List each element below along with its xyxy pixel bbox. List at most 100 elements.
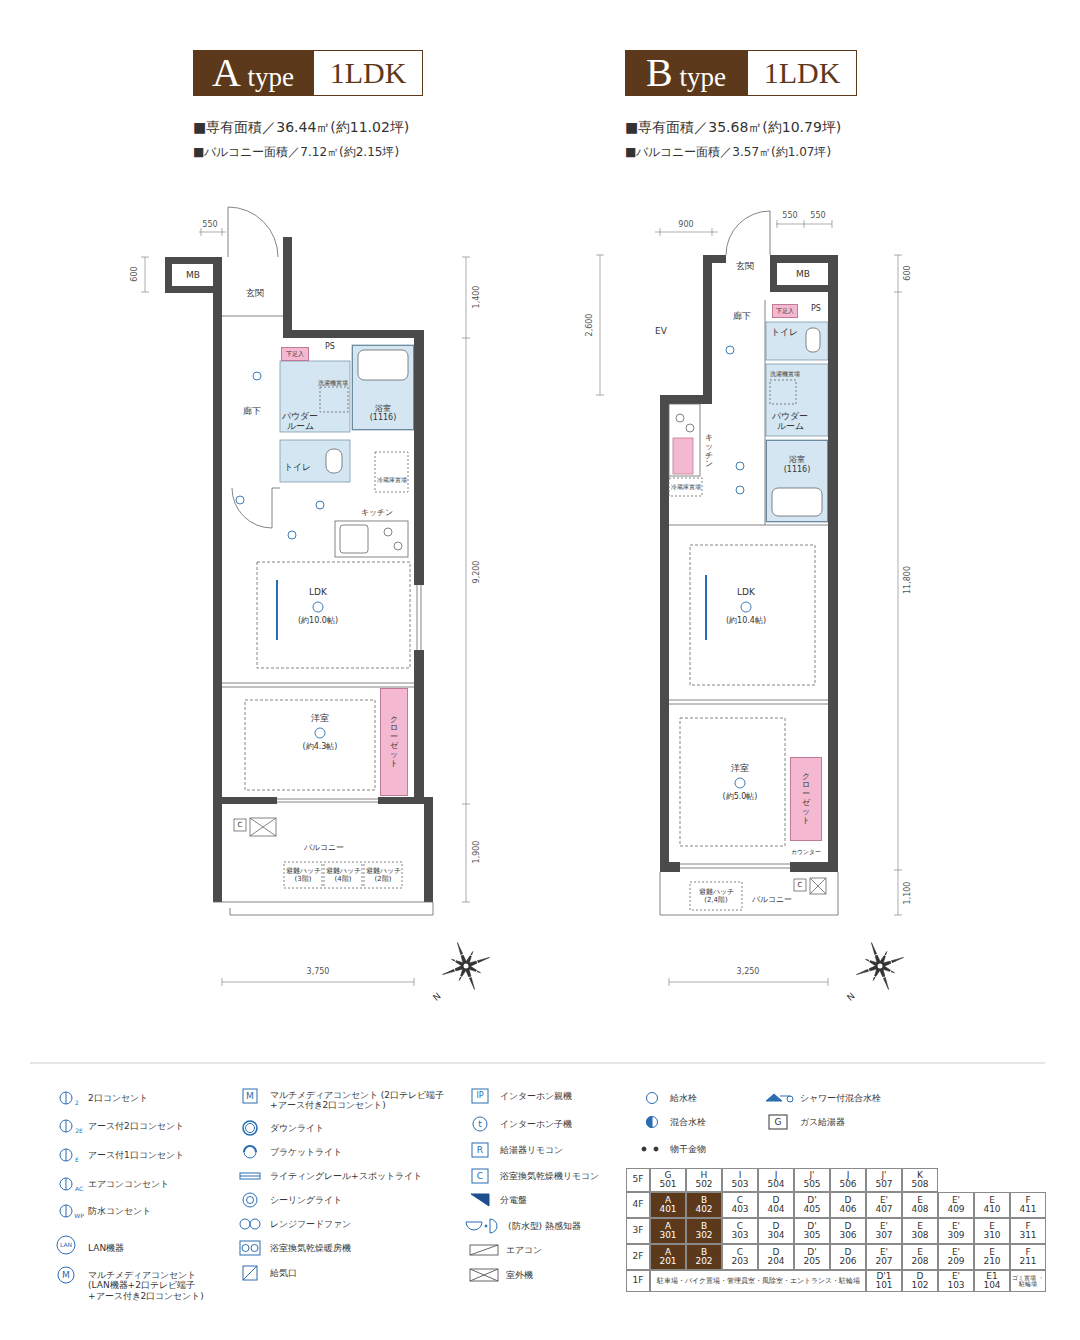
dimension-line bbox=[141, 220, 902, 986]
symbol-part bbox=[470, 1269, 498, 1281]
symbol-part bbox=[485, 1225, 487, 1227]
legend-text: アース付2口コンセント bbox=[88, 1121, 184, 1131]
cell-text: D 206 bbox=[839, 1248, 856, 1267]
cell-text: A 201 bbox=[659, 1248, 676, 1267]
unit-cell: D'1 101 bbox=[866, 1270, 902, 1292]
shoe-cabinet: 下足入 bbox=[772, 304, 798, 318]
light-fixture bbox=[735, 778, 745, 788]
plan-label: LDK bbox=[737, 587, 755, 597]
symbol-part bbox=[243, 1266, 257, 1280]
unit-cell: D 102 bbox=[902, 1270, 938, 1292]
plan-label: 2 bbox=[75, 1100, 79, 1107]
partition bbox=[686, 424, 694, 432]
symbol-part bbox=[243, 1089, 257, 1103]
partition bbox=[384, 528, 392, 536]
plan-label: トイレ bbox=[771, 327, 798, 337]
cell-text: J 506 bbox=[839, 1171, 856, 1190]
symbol-part bbox=[240, 1176, 260, 1177]
partition bbox=[669, 404, 700, 476]
partition bbox=[669, 525, 828, 526]
wall bbox=[703, 255, 712, 404]
partition bbox=[794, 879, 806, 891]
partition bbox=[690, 545, 815, 685]
legend-text: ガス給湯器 bbox=[800, 1117, 845, 1127]
partition bbox=[340, 525, 368, 553]
symbol-part bbox=[766, 1094, 782, 1101]
compass-star bbox=[857, 943, 904, 990]
symbol-part bbox=[647, 1117, 658, 1128]
plan-label: t bbox=[478, 1119, 482, 1129]
plan-label: キッチン bbox=[705, 434, 713, 469]
partition bbox=[257, 562, 410, 668]
legend-text: ダウンライト bbox=[270, 1123, 324, 1133]
unit-cell: E' 409 bbox=[938, 1192, 974, 1218]
compass-center bbox=[464, 964, 469, 969]
plan-label: 9,200 bbox=[472, 560, 481, 585]
cell-text: 5F bbox=[633, 1175, 644, 1184]
wall bbox=[414, 650, 424, 804]
cell-text: C 303 bbox=[731, 1222, 748, 1241]
shoe-cabinet: 下足入 bbox=[281, 347, 309, 361]
legend-text: 分電盤 bbox=[500, 1195, 527, 1205]
plan-label: 550 bbox=[810, 211, 825, 220]
unit-cell: C 203 bbox=[722, 1244, 758, 1270]
partition bbox=[245, 700, 375, 790]
partition bbox=[272, 488, 280, 489]
separator bbox=[30, 1063, 1045, 1064]
legend-symbol bbox=[240, 1241, 260, 1255]
cell-text: I 503 bbox=[731, 1171, 748, 1190]
legend-symbol bbox=[473, 1117, 487, 1131]
plan-label: 玄関 bbox=[736, 261, 754, 271]
symbol-part bbox=[240, 1219, 250, 1229]
cell-text: D' 205 bbox=[803, 1248, 820, 1267]
partition bbox=[335, 521, 408, 557]
unit-cell: K 508 bbox=[902, 1168, 938, 1192]
symbol-part bbox=[60, 1120, 72, 1132]
cell-text: 1F bbox=[633, 1276, 644, 1285]
partition bbox=[213, 207, 838, 915]
cell-text: E1 104 bbox=[983, 1272, 1000, 1291]
cell-text: E' 309 bbox=[947, 1222, 964, 1241]
plan-label: パウダー ルーム bbox=[770, 411, 810, 432]
plan-label: (約4.3帖) bbox=[303, 742, 338, 751]
partition bbox=[770, 380, 796, 404]
partition bbox=[726, 211, 770, 255]
symbol-part bbox=[60, 1149, 72, 1161]
node-text: (1116) bbox=[784, 465, 811, 475]
bathroom-unit: 浴室(1116) bbox=[352, 345, 414, 430]
plan-label: 1,900 bbox=[472, 840, 481, 865]
plan-label: 洗濯機置場 bbox=[770, 371, 800, 378]
plan-label: (約10.4帖) bbox=[726, 616, 766, 625]
unit-cell: D 306 bbox=[830, 1218, 866, 1244]
legend-symbol bbox=[243, 1121, 257, 1135]
compass-rose bbox=[857, 943, 904, 990]
cell-text: E' 103 bbox=[947, 1272, 964, 1291]
legend-symbol bbox=[766, 1094, 793, 1102]
node-text: 浴室 bbox=[375, 404, 391, 414]
plan-label: R bbox=[477, 1145, 483, 1155]
plan-label: 550 bbox=[782, 211, 797, 220]
legend-symbol bbox=[769, 1115, 787, 1129]
legend-text: シャワー付混合水栓 bbox=[800, 1093, 881, 1103]
symbol-part bbox=[58, 1267, 74, 1283]
unit-cell: D 304 bbox=[758, 1218, 794, 1244]
wall bbox=[222, 797, 277, 804]
symbol-part bbox=[243, 1121, 257, 1135]
plan-label: 洋室 bbox=[731, 763, 749, 773]
node-text: (1116) bbox=[370, 413, 397, 423]
cell-text: 2F bbox=[633, 1252, 644, 1261]
legend-symbol bbox=[60, 1092, 72, 1104]
unit-cell: E' 307 bbox=[866, 1218, 902, 1244]
legend-symbol bbox=[58, 1267, 74, 1283]
node-text: A type bbox=[212, 53, 294, 93]
legend-symbol bbox=[60, 1178, 72, 1190]
cell-text: D 304 bbox=[767, 1222, 784, 1241]
unit-cell: J' 507 bbox=[866, 1168, 902, 1192]
partition bbox=[680, 868, 790, 869]
plan-label: C bbox=[477, 1171, 483, 1181]
legend-text: 混合水栓 bbox=[670, 1117, 706, 1127]
node-text: B type bbox=[646, 53, 726, 93]
plan-label: バルコニー bbox=[304, 843, 344, 852]
cell-text: J' 505 bbox=[803, 1171, 820, 1190]
